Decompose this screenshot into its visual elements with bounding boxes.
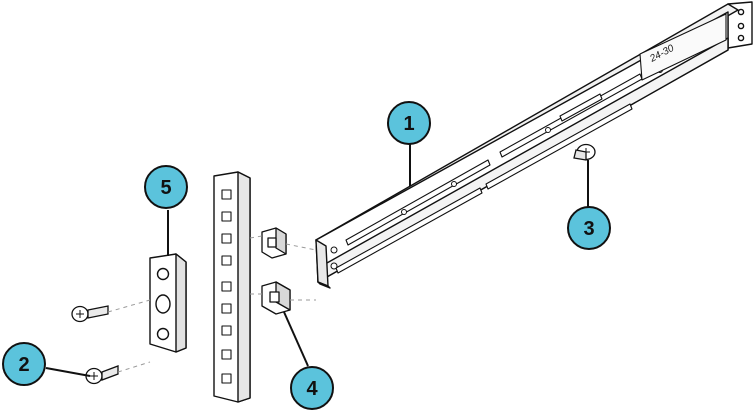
rail-front-step [317,281,331,289]
rail-slot [485,103,633,190]
rack-post-square-holes [221,189,232,384]
rail-front-end [315,239,329,287]
rack-post-hole [221,281,232,292]
callout-3: 3 [567,206,611,250]
rail-slot [335,187,483,274]
bracket-side [175,253,187,353]
rack-post-hole [221,303,232,314]
cage-nut-upper [261,227,287,259]
rack-post-hole [221,255,232,266]
rail-hole [330,246,338,254]
callout-circle [387,101,431,145]
screw-shaft [101,365,119,381]
rack-post-hole [221,211,232,222]
bracket-hole [155,294,171,314]
rail-hole [545,127,551,133]
leader-line-2 [45,367,91,377]
callout-5: 5 [144,165,188,209]
leader-line-4 [283,311,309,367]
bracket-hole [156,327,170,341]
rack-post-hole [221,325,232,336]
rail-slots [335,73,643,274]
callout-circle [2,342,46,386]
rail-hole [401,209,407,215]
rail-hole [330,262,338,270]
assembly-line [249,235,263,239]
callout-label: 1 [403,113,414,135]
rail [315,1,753,289]
callout-circle [290,366,334,410]
screw-shaft [573,149,587,161]
rail-flange-hole [737,34,745,42]
callout-label: 5 [160,177,171,199]
bracket-hole [156,267,170,281]
cage-nut-thread [269,291,280,303]
rail-slot [559,93,603,122]
rack-post-side [237,171,251,403]
callout-circle [567,206,611,250]
rail-flange-hole [737,8,745,16]
rack-post-hole [221,349,232,360]
assembly-line [285,243,317,251]
cage-nut-thread [267,237,277,248]
callout-4: 4 [290,366,334,410]
rack-post-hole [221,233,232,244]
leader-lines [45,144,589,377]
screw-front-upper [71,305,109,323]
rail-flange-hole [737,22,745,30]
screw-shaft [87,305,109,319]
assembly-lines [107,235,317,373]
screw-rail [573,143,596,161]
rail-hole [451,181,457,187]
rail-rear-section [639,13,727,81]
rack-post [213,171,251,403]
screw-front-lower [85,365,119,385]
callout-label: 2 [18,354,29,376]
cage-nut-lower [261,281,291,315]
rack-post-hole [221,373,232,384]
assembly-line [117,361,151,373]
bracket [149,253,187,353]
callout-1: 1 [387,101,431,145]
rack-post-hole [221,189,232,200]
callout-circle [144,165,188,209]
screw-cross [76,310,84,318]
callout-label: 4 [306,378,318,400]
rail-slot [345,159,491,246]
screw-cross [90,372,98,380]
callout-2: 2 [2,342,46,386]
callout-label: 3 [583,218,594,240]
assembly-line [107,299,151,313]
